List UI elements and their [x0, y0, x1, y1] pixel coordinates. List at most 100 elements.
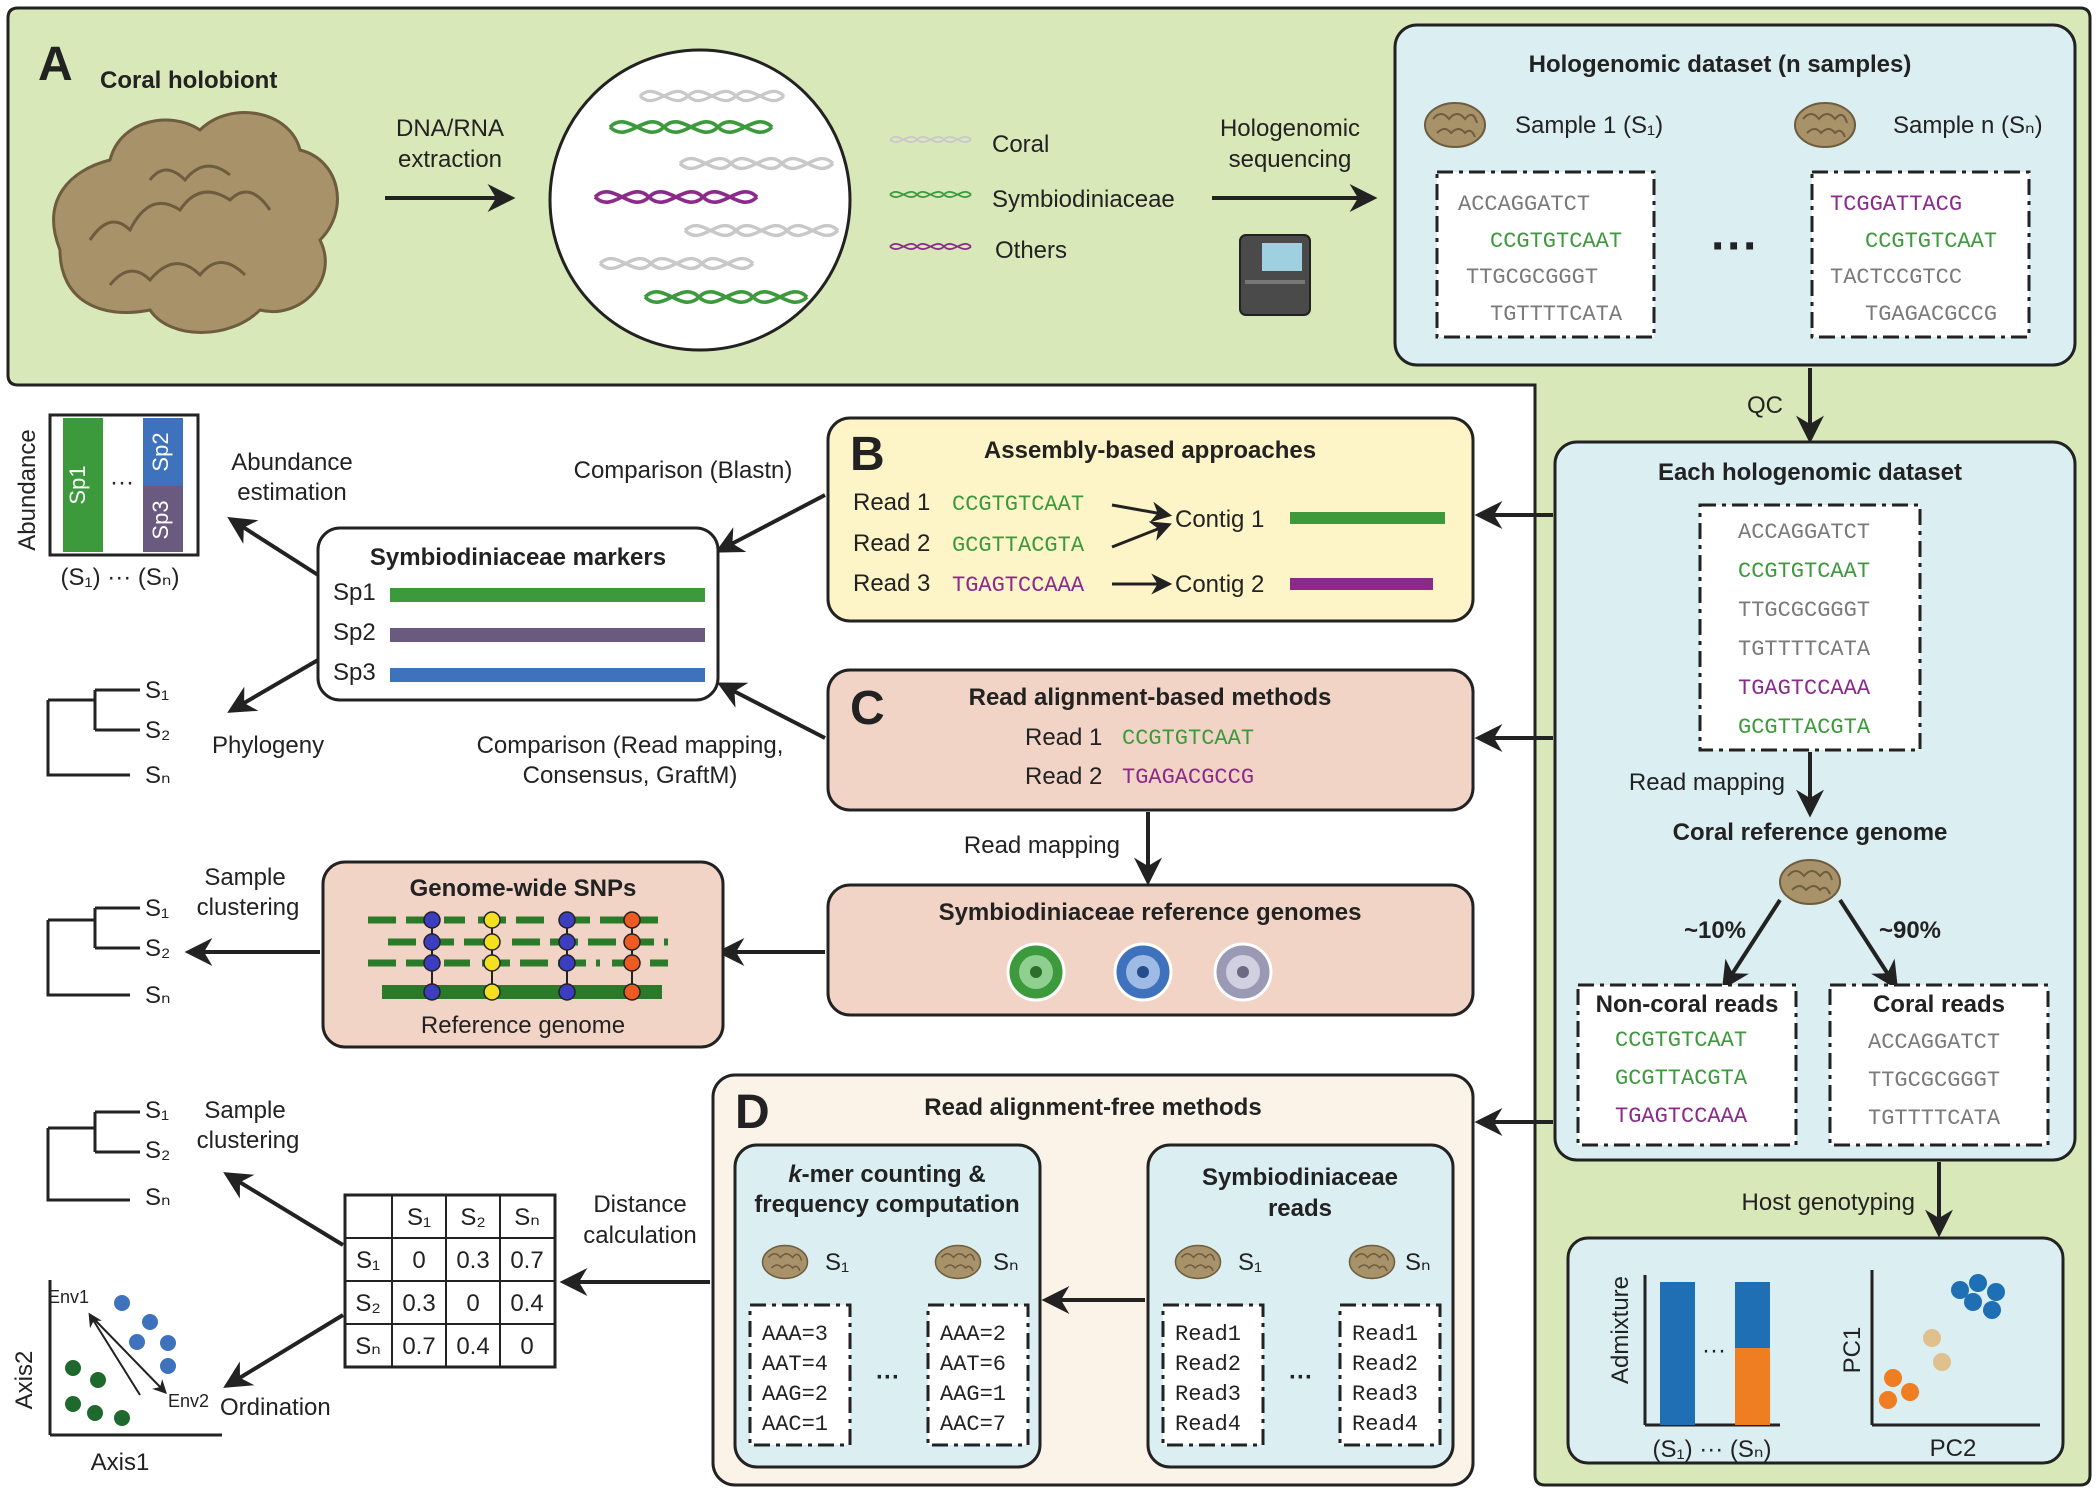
dm-r1-c3: 0.7 [510, 1247, 543, 1274]
kmer-s1-3: AAG=2 [762, 1382, 828, 1407]
abundance-sp3-label: Sp3 [148, 500, 173, 539]
coral-read-1: ACCAGGATCT [1868, 1030, 2000, 1055]
cluster2-s2: S₂ [145, 1137, 170, 1164]
sample1-label: Sample 1 (S₁) [1515, 112, 1663, 139]
dm-h2: S₂ [460, 1204, 485, 1231]
abundance-estimation-1: Abundance [231, 449, 352, 476]
c-read2: Read 2 [1025, 763, 1102, 790]
sample1-coral-icon [1424, 102, 1486, 148]
kmer-sn-box [926, 1303, 1030, 1447]
panel-a-letter: A [38, 38, 73, 91]
phylo-sn: Sₙ [145, 762, 171, 789]
reads-sn-label: Sₙ [1405, 1249, 1431, 1276]
noncoral-read-2: GCGTTACGTA [1615, 1066, 1748, 1091]
env2-label: Env2 [168, 1391, 209, 1411]
dm-h1: S₁ [407, 1204, 431, 1231]
samplen-reads-box [1810, 170, 2031, 339]
b-seq2: GCGTTACGTA [952, 533, 1085, 558]
reads-sn-coral-icon [1348, 1244, 1396, 1280]
abundance-dots: ··· [110, 469, 134, 496]
snps-reference-label: Reference genome [421, 1012, 625, 1039]
kmer-sn-2: AAT=6 [940, 1352, 1006, 1377]
b-arrow-1 [1111, 501, 1173, 523]
samples-ellipsis: ··· [1711, 220, 1759, 273]
each-read-2: CCGTGTCAAT [1738, 559, 1870, 584]
markers-box [316, 526, 720, 702]
coral-reference-title: Coral reference genome [1673, 819, 1948, 846]
sequencing-label-2: sequencing [1229, 146, 1352, 173]
snps-box [321, 860, 725, 1049]
panel-b-title: Assembly-based approaches [984, 437, 1316, 464]
env1-label: Env1 [48, 1287, 89, 1307]
b-read1: Read 1 [853, 489, 930, 516]
hologenomic-dataset-title: Hologenomic dataset (n samples) [1529, 51, 1912, 78]
axis2-label: Axis2 [11, 1351, 38, 1410]
abundance-bar-sp1 [63, 418, 103, 552]
sym-ref-genomes-title: Symbiodiniaceae reference genomes [939, 899, 1362, 926]
c-seq1: CCGTGTCAAT [1122, 726, 1254, 751]
pct-left: ~10% [1684, 917, 1746, 944]
cluster1-tree [46, 906, 140, 997]
cluster1-label-1: Sample [204, 864, 285, 891]
admix-bar-n-bottom [1735, 1348, 1770, 1425]
arrow-to-cluster2 [223, 1172, 345, 1247]
kmer-sn-1: AAA=2 [940, 1322, 1006, 1347]
kmer-s1-coral-icon [761, 1244, 809, 1280]
sequencer-icon [1239, 234, 1311, 316]
cluster1-sn: Sₙ [145, 982, 171, 1009]
c-seq2: TGAGACGCCG [1122, 765, 1254, 790]
ordination-points [65, 1295, 176, 1426]
arrow-to-abundance [227, 516, 320, 577]
sn-read-1: TCGGATTACG [1830, 192, 1962, 217]
admixture-label: Admixture [1607, 1276, 1634, 1384]
arrow-b-to-markers [715, 493, 826, 553]
coral-reads-box [1828, 983, 2050, 1147]
each-read-3: TTGCGCGGGT [1738, 598, 1870, 623]
pca-points [1879, 1274, 2005, 1409]
phylo-s2: S₂ [145, 717, 170, 744]
dm-r1-h: S₁ [356, 1247, 380, 1274]
reads-s1-box [1161, 1303, 1265, 1447]
dm-r2-h: S₂ [355, 1290, 380, 1317]
contig2-label: Contig 2 [1175, 571, 1264, 598]
kmer-title-rest: -mer counting & [802, 1161, 986, 1188]
dm-h3: Sₙ [514, 1204, 540, 1231]
samplen-coral-icon [1794, 102, 1856, 148]
kmer-s1-4: AAC=1 [762, 1412, 828, 1437]
arrow-to-phylogeny [227, 658, 320, 713]
distance-matrix [343, 1193, 557, 1369]
phylo-s1: S₁ [145, 677, 169, 704]
marker-sp2-bar [390, 628, 705, 642]
coral-read-2: TTGCGCGGGT [1868, 1068, 2000, 1093]
b-read3: Read 3 [853, 570, 930, 597]
snps-title: Genome-wide SNPs [410, 875, 637, 902]
reads-s1-1: Read1 [1175, 1322, 1241, 1347]
noncoral-read-1: CCGTGTCAAT [1615, 1028, 1747, 1053]
panel-c-letter: C [850, 682, 885, 735]
s1-read-2: CCGTGTCAAT [1490, 229, 1622, 254]
snps-graphic [368, 911, 668, 1001]
reads-sn-4: Read4 [1352, 1412, 1418, 1437]
admix-xlabel: (S₁) ··· (Sₙ) [1653, 1436, 1772, 1463]
coral-holobiont-icon [52, 111, 339, 334]
pc2-label: PC2 [1930, 1435, 1977, 1462]
dm-r2-c2: 0 [466, 1290, 479, 1317]
abundance-sp2-label: Sp2 [148, 432, 173, 471]
each-dataset-title: Each hologenomic dataset [1658, 459, 1962, 486]
abundance-bar-sp2 [143, 418, 183, 486]
dm-r1-c2: 0.3 [456, 1247, 489, 1274]
noncoral-read-3: TGAGTCCAAA [1615, 1104, 1748, 1129]
axis1-label: Axis1 [91, 1449, 150, 1476]
kmer-s1-label: S₁ [825, 1249, 849, 1276]
dm-r3-h: Sₙ [355, 1333, 381, 1360]
dm-r1-c1: 0 [412, 1247, 425, 1274]
dna-extraction-label-1: DNA/RNA [396, 115, 504, 142]
symbiont-cell-icons [1006, 942, 1273, 1002]
coral-holobiont-title: Coral holobiont [100, 67, 277, 94]
sequencing-label-1: Hologenomic [1220, 115, 1360, 142]
reads-sn-2: Read2 [1352, 1352, 1418, 1377]
s1-read-3: TTGCGCGGGT [1466, 265, 1598, 290]
abundance-bar-sp3 [143, 486, 183, 552]
legend-symbiodiniaceae: Symbiodiniaceae [992, 186, 1175, 213]
